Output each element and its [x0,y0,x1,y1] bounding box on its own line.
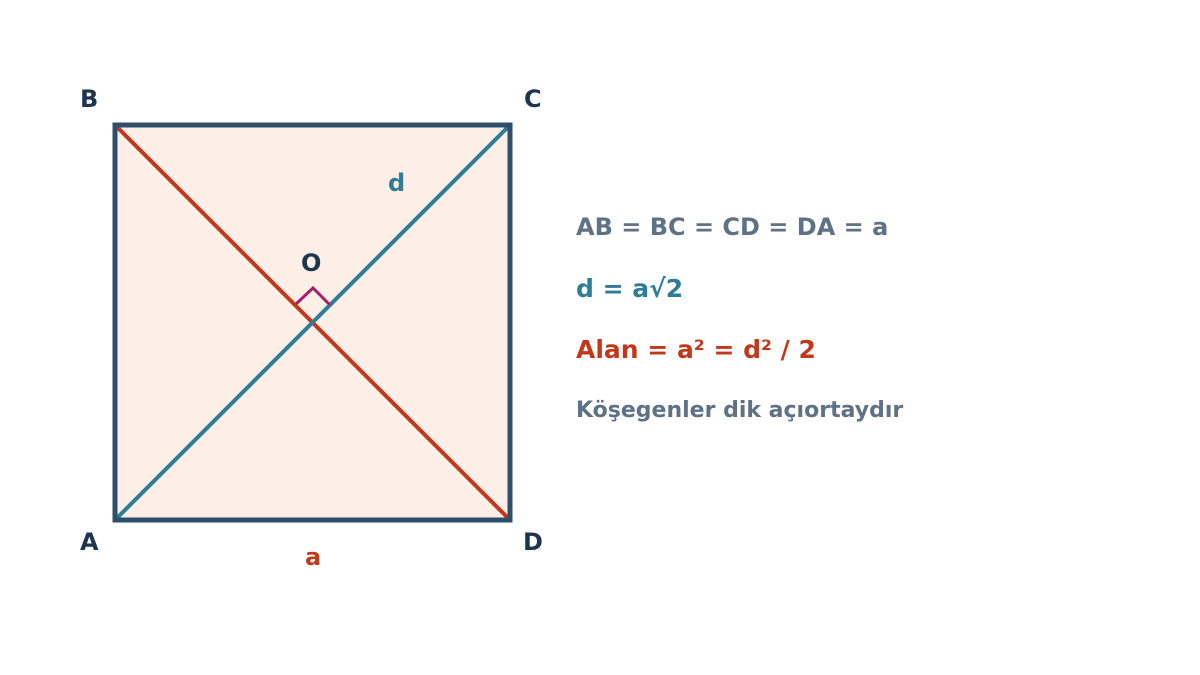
formula-diagonal-property: Köşegenler dik açıortaydır [576,398,903,423]
formula-equal-sides: AB = BC = CD = DA = a [576,213,888,241]
vertex-label-a: A [80,528,99,556]
diagonal-ac [113,123,512,522]
vertex-label-b: B [80,85,98,113]
formula-area: Alan = a² = d² / 2 [576,335,816,364]
vertex-label-d: D [523,528,543,556]
center-label-o: O [301,249,321,277]
diagonal-length-label: d [388,169,405,197]
formula-diagonal: d = a√2 [576,274,683,303]
vertex-label-c: C [524,85,542,113]
square-outline [112,122,513,523]
side-length-label: a [305,543,321,571]
right-angle-marker [294,285,332,307]
